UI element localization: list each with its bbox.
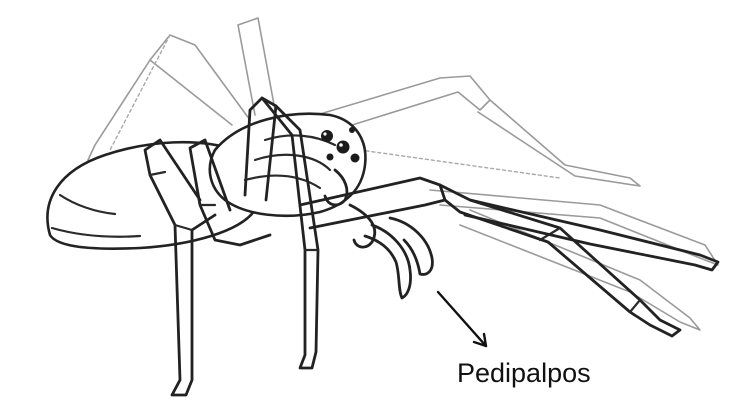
pedipalps-label: Pedipalpos <box>457 360 591 387</box>
arrow-pointer <box>438 292 486 346</box>
